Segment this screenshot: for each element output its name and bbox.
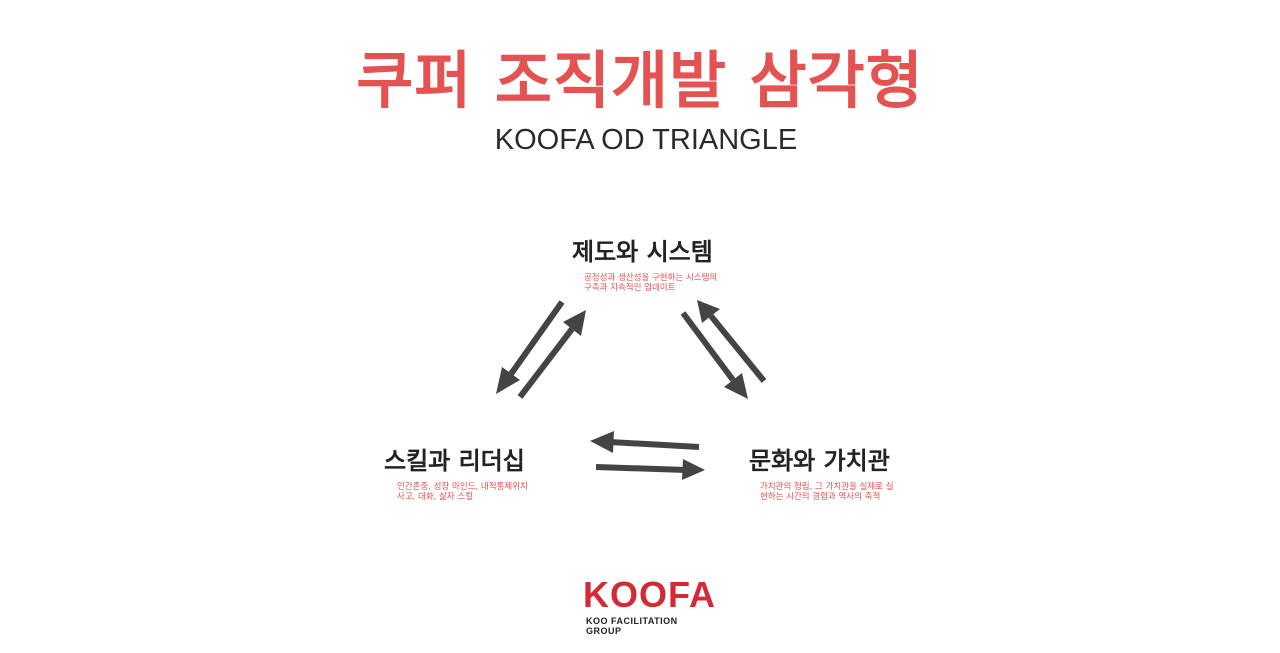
arrow-skill-to-system — [517, 310, 586, 399]
node-culture: 문화와 가치관 가치관의 정립, 그 가치관을 실제로 실 현하는 시간의 경험… — [749, 441, 894, 502]
node-culture-desc: 가치관의 정립, 그 가치관을 실제로 실 현하는 시간의 경험과 역사의 축적 — [760, 482, 894, 502]
node-skill: 스킬과 리더십 인간존중, 성장 마인드, 내적통제위치 사고, 대화, 삶자 … — [384, 441, 528, 502]
node-skill-desc-line1: 인간존중, 성장 마인드, 내적통제위치 — [397, 482, 528, 492]
node-culture-label: 문화와 가치관 — [749, 447, 890, 475]
arrow-culture-to-skill — [590, 431, 700, 453]
node-skill-desc-line2: 사고, 대화, 삶자 스킬 — [397, 492, 474, 502]
arrow-culture-to-system — [697, 300, 767, 383]
page-subtitle: KOOFA OD TRIANGLE — [494, 124, 798, 156]
node-culture-desc-line2: 현하는 시간의 경험과 역사의 축적 — [760, 492, 881, 502]
node-skill-label: 스킬과 리더십 — [384, 447, 525, 475]
node-system-desc: 공정성과 생산성을 구현하는 시스템의 구축과 지속적인 업데이트 — [584, 273, 717, 293]
node-system-desc-line2: 구축과 지속적인 업데이트 — [584, 283, 676, 293]
logo-tagline: KOO FACILITATION GROUP — [586, 616, 678, 636]
page-title: 쿠퍼 조직개발 삼각형 — [356, 44, 924, 117]
node-skill-desc: 인간존중, 성장 마인드, 내적통제위치 사고, 대화, 삶자 스킬 — [397, 482, 528, 502]
koofa-logo: KOOFA KOO FACILITATION GROUP — [583, 574, 717, 637]
arrow-system-to-skill — [496, 300, 565, 394]
arrow-skill-to-culture — [595, 459, 705, 480]
arrow-system-to-culture — [680, 311, 748, 399]
logo-wordmark: KOOFA — [583, 574, 717, 615]
node-culture-desc-line1: 가치관의 정립, 그 가치관을 실제로 실 — [760, 482, 894, 492]
node-system-label: 제도와 시스템 — [572, 238, 713, 266]
node-system: 제도와 시스템 공정성과 생산성을 구현하는 시스템의 구축과 지속적인 업데이… — [572, 232, 717, 293]
node-system-desc-line1: 공정성과 생산성을 구현하는 시스템의 — [584, 273, 718, 283]
